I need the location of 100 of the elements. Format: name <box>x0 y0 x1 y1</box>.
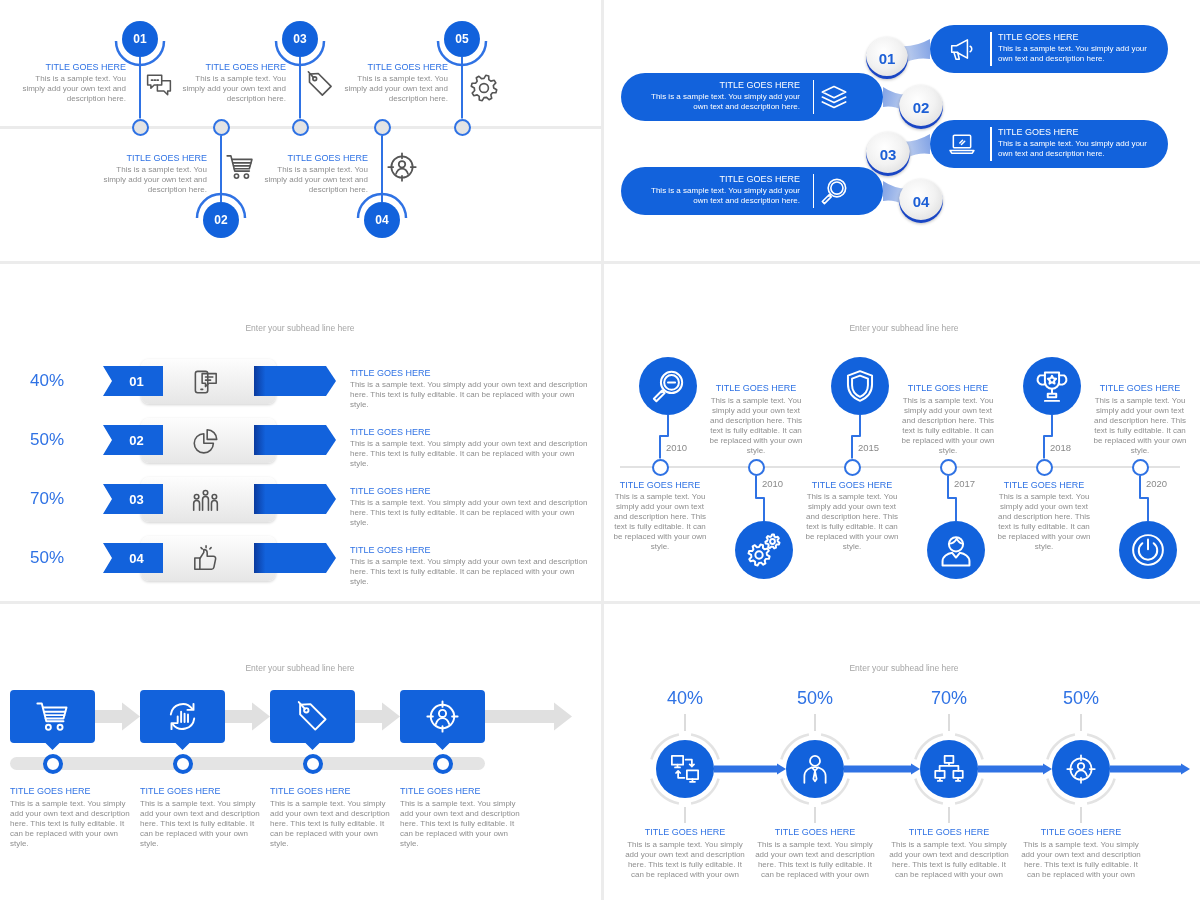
percent-label: 70% <box>931 687 967 710</box>
item-description: This is a sample text. You simply add your own text and description here. This text is fully editable. It can be replaced with your own style. <box>350 498 589 528</box>
item-title: TITLE GOES HERE <box>270 785 351 797</box>
item-description: This is a sample text. You simply add your own text and description here. This text is fully editable. It can be replaced with your own <box>754 840 876 880</box>
ribbon-tab: 01 <box>103 366 163 396</box>
connector-line <box>381 134 383 203</box>
callout-box <box>270 690 355 750</box>
percent-label: 50% <box>1063 687 1099 710</box>
item-description: This is a sample text. You simply add your own text and description here. This text is fully editable. It can be replaced with your own <box>1020 840 1142 880</box>
year-label: 2020 <box>1145 478 1169 490</box>
item-description: This is a sample text. You simply add your own text and description here. This text is fully editable. It can be replaced with your own <box>888 840 1010 880</box>
pill-title: TITLE GOES HERE <box>998 31 1079 43</box>
item-description: This is a sample text. You simply add your own text and description here. This text is fully editable. It can be replaced with your own style. <box>10 799 131 849</box>
item-title: TITLE GOES HERE <box>350 485 431 497</box>
item-description: This is a sample text. You simply add your own text and description here. This text is fully editable. It can be replaced with your own style. <box>350 380 589 410</box>
year-label: 2010 <box>665 442 689 454</box>
connector-line <box>461 56 463 120</box>
connector-line <box>299 56 301 120</box>
block-arrow <box>225 702 270 731</box>
arrow <box>844 763 920 775</box>
percent-label: 50% <box>30 547 65 569</box>
item-title: TITLE GOES HERE <box>644 826 726 838</box>
item-description: This is a sample text. You simply add your own text and description here. <box>343 74 448 104</box>
callout-box <box>400 690 485 750</box>
item-title: TITLE GOES HERE <box>715 382 797 394</box>
connector-line <box>1139 474 1149 522</box>
connector-line <box>755 474 765 522</box>
connector-line <box>139 56 141 120</box>
connector-line <box>220 134 222 203</box>
item-description: This is a sample text. You simply add your own text and description here. This text is fully editable. It can be replaced with your own style. <box>350 557 589 587</box>
ribbon-tab: 04 <box>103 543 163 573</box>
percent-label: 50% <box>797 687 833 710</box>
item-title: TITLE GOES HERE <box>205 61 286 73</box>
arrow <box>714 763 786 775</box>
item-description: This is a sample text. You simply add your own text and description here. <box>263 165 368 195</box>
pill-description: This is a sample text. You simply add your own text and description here. <box>998 44 1148 64</box>
info-pill <box>930 25 1168 73</box>
item-title: TITLE GOES HERE <box>907 382 989 394</box>
year-label: 2015 <box>857 442 881 454</box>
connector-line <box>1043 414 1053 460</box>
item-title: TITLE GOES HERE <box>400 785 481 797</box>
subhead-text: Enter your subhead line here <box>849 323 959 334</box>
item-description: This is a sample text. You simply add your own text and description here. This text is fully editable. It can be replaced with your own style. <box>708 396 804 456</box>
year-label: 2010 <box>761 478 785 490</box>
percent-label: 70% <box>30 488 65 510</box>
item-title: TITLE GOES HERE <box>367 61 448 73</box>
item-description: This is a sample text. You simply add your own text and description here. <box>102 165 207 195</box>
percent-label: 40% <box>667 687 703 710</box>
item-description: This is a sample text. You simply add your own text and description here. This text is fully editable. It can be replaced with your own style. <box>350 439 589 469</box>
item-description: This is a sample text. You simply add your own text and description here. This text is fully editable. It can be replaced with your own style. <box>140 799 261 849</box>
item-description: This is a sample text. You simply add your own text and description here. This text is fully editable. It can be replaced with your own style. <box>900 396 996 456</box>
pill-title: TITLE GOES HERE <box>998 126 1079 138</box>
item-description: This is a sample text. You simply add your own text and description here. This text is fully editable. It can be replaced with your own style. <box>804 492 900 552</box>
year-label: 2017 <box>953 478 977 490</box>
year-label: 2018 <box>1049 442 1073 454</box>
block-arrow <box>355 702 400 731</box>
subhead-text: Enter your subhead line here <box>245 323 355 334</box>
info-pill <box>621 167 883 215</box>
pill-title: TITLE GOES HERE <box>719 173 800 185</box>
item-title: TITLE GOES HERE <box>350 426 431 438</box>
connector-line <box>851 414 861 460</box>
arrow <box>978 763 1052 775</box>
item-description: This is a sample text. You simply add your own text and description here. This text is fully editable. It can be replaced with your own <box>624 840 746 880</box>
arrow <box>1110 763 1190 775</box>
percent-label: 40% <box>30 370 65 392</box>
item-title: TITLE GOES HERE <box>287 152 368 164</box>
item-description: This is a sample text. You simply add your own text and description here. <box>181 74 286 104</box>
connector-line <box>947 474 957 522</box>
item-title: TITLE GOES HERE <box>126 152 207 164</box>
ribbon-tab: 02 <box>103 425 163 455</box>
item-description: This is a sample text. You simply add your own text and description here. This text is fully editable. It can be replaced with your own style. <box>1092 396 1188 456</box>
item-description: This is a sample text. You simply add your own text and description here. <box>21 74 126 104</box>
block-arrow <box>95 702 140 731</box>
item-title: TITLE GOES HERE <box>908 826 990 838</box>
item-title: TITLE GOES HERE <box>350 367 431 379</box>
item-description: This is a sample text. You simply add your own text and description here. This text is fully editable. It can be replaced with your own style. <box>400 799 521 849</box>
item-title: TITLE GOES HERE <box>811 479 893 491</box>
block-arrow <box>485 702 572 731</box>
callout-box <box>10 690 95 750</box>
item-title: TITLE GOES HERE <box>45 61 126 73</box>
item-description: This is a sample text. You simply add your own text and description here. This text is fully editable. It can be replaced with your own style. <box>612 492 708 552</box>
item-title: TITLE GOES HERE <box>350 544 431 556</box>
ribbon-tab: 03 <box>103 484 163 514</box>
item-description: This is a sample text. You simply add your own text and description here. This text is fully editable. It can be replaced with your own style. <box>996 492 1092 552</box>
item-title: TITLE GOES HERE <box>140 785 221 797</box>
connector-line <box>659 414 669 460</box>
subhead-text: Enter your subhead line here <box>849 663 959 674</box>
subhead-text: Enter your subhead line here <box>245 663 355 674</box>
item-description: This is a sample text. You simply add your own text and description here. This text is fully editable. It can be replaced with your own style. <box>270 799 391 849</box>
pill-description: This is a sample text. You simply add your own text and description here. <box>650 186 800 206</box>
pill-description: This is a sample text. You simply add your own text and description here. <box>650 92 800 112</box>
item-title: TITLE GOES HERE <box>619 479 701 491</box>
percent-label: 50% <box>30 429 65 451</box>
info-pill <box>621 73 883 121</box>
pill-title: TITLE GOES HERE <box>719 79 800 91</box>
item-title: TITLE GOES HERE <box>1099 382 1181 394</box>
item-title: TITLE GOES HERE <box>774 826 856 838</box>
pill-description: This is a sample text. You simply add your own text and description here. <box>998 139 1148 159</box>
item-title: TITLE GOES HERE <box>1040 826 1122 838</box>
info-pill <box>930 120 1168 168</box>
